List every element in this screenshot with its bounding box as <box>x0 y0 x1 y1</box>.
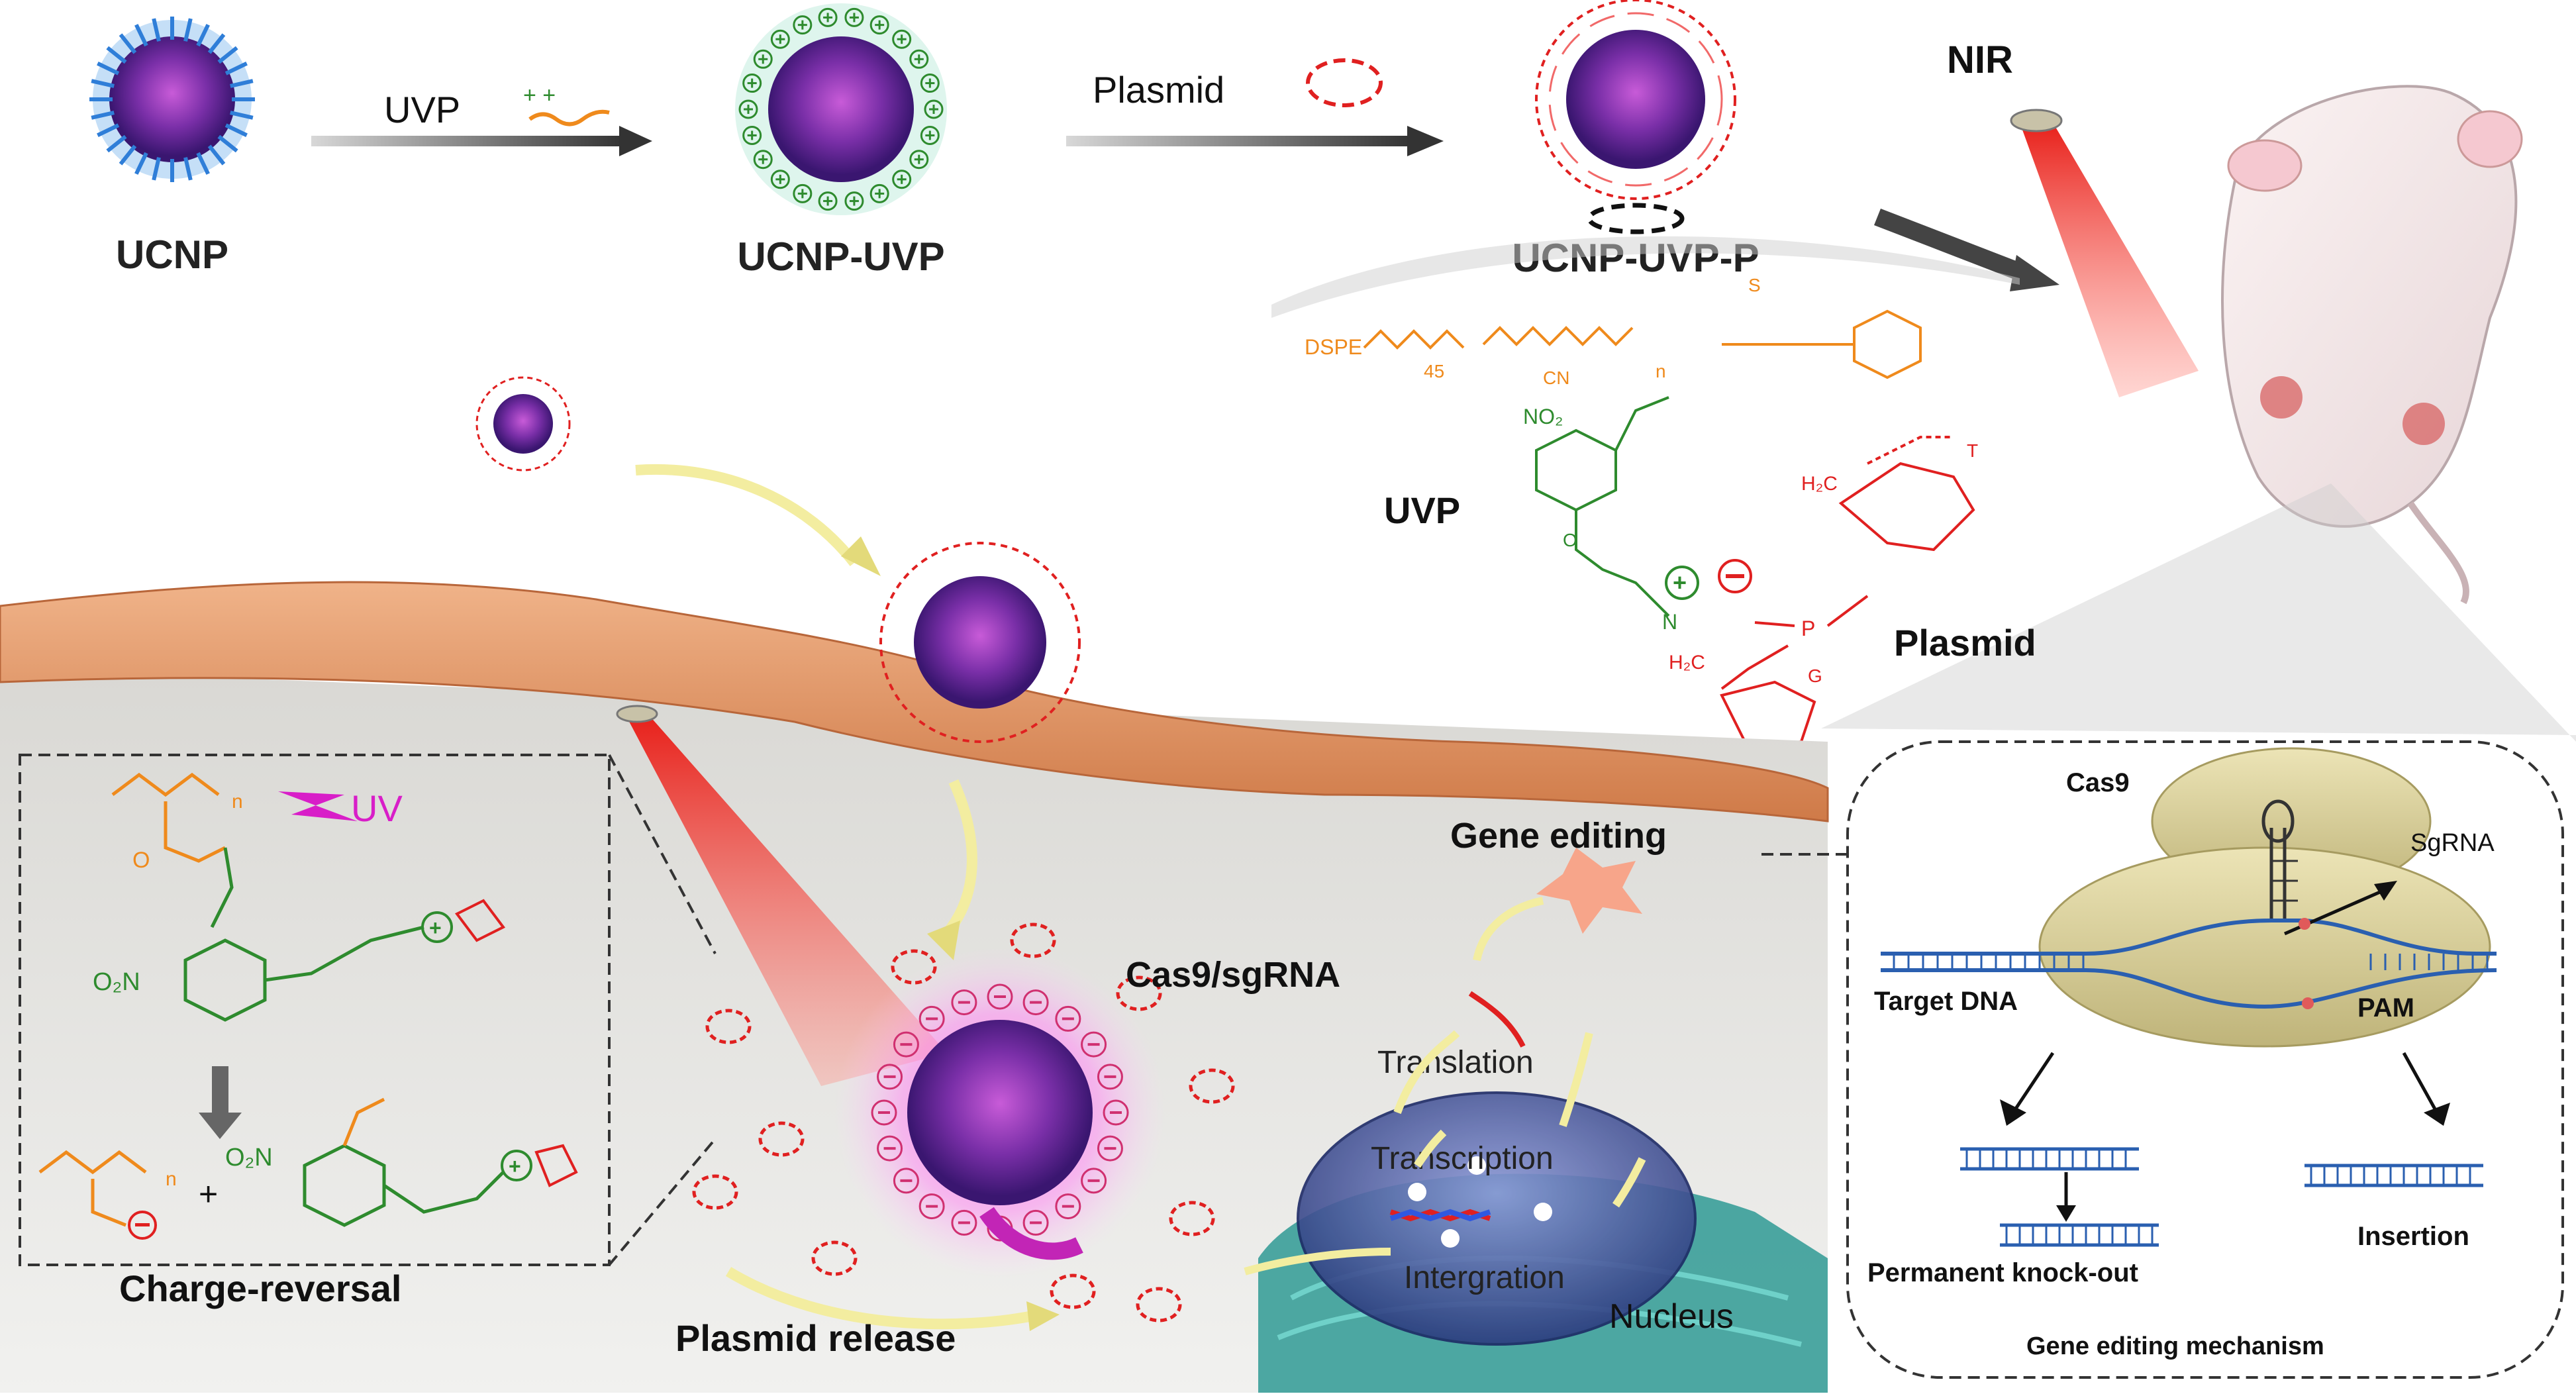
chem-t: T <box>1967 440 1978 461</box>
chem-no2: NO₂ <box>1523 405 1563 428</box>
chem-dspe: DSPE <box>1305 335 1362 359</box>
ucnp-uvp-p-particle <box>1535 0 1736 234</box>
no2-right-label: O₂N <box>225 1144 273 1172</box>
cas9-arrow <box>1473 897 1544 962</box>
plasmid-release-label: Plasmid release <box>675 1317 956 1359</box>
chem-h2c-top: H₂C <box>1801 473 1838 495</box>
release-arrow <box>725 1267 1041 1330</box>
nucleus-label: Nucleus <box>1609 1297 1734 1336</box>
svg-text:+ +: + + <box>523 83 556 108</box>
mouse-illustration <box>2221 85 2523 605</box>
charge-n-bottom: n <box>166 1168 177 1190</box>
mechanism-box <box>1846 740 2564 1379</box>
chem-plasmid-label: Plasmid <box>1894 622 2036 664</box>
zoom-shade <box>1821 483 2576 742</box>
step1-label: UVP <box>384 89 460 130</box>
svg-text:+: + <box>199 1175 218 1213</box>
step1-arrow <box>311 126 652 156</box>
ucnp-particle <box>89 17 255 182</box>
charge-reversal-box <box>19 754 611 1266</box>
membrane-particle <box>879 542 1081 743</box>
chem-cn: CN <box>1543 368 1569 388</box>
svg-text:+: + <box>429 916 442 940</box>
glowing-particle <box>834 947 1165 1278</box>
conversion-arrow <box>199 1066 242 1139</box>
outcome-arrows <box>2000 1052 2450 1222</box>
chem-g: G <box>1808 666 1822 686</box>
step2-label: Plasmid <box>1093 69 1224 111</box>
chem-h2c-bottom: H₂C <box>1669 652 1705 673</box>
polymer-after: n + O₂N + <box>38 1097 578 1240</box>
mech-insertion-label: Insertion <box>2357 1222 2469 1251</box>
floating-particle <box>475 376 571 472</box>
mech-sgrna-label: SgRNA <box>2410 829 2495 857</box>
laser-emitter-cell <box>616 705 947 1086</box>
uvp-chemistry: DSPE 45 CN n S NO₂ O + N UVP P H₂C T H₂C… <box>1305 275 2036 789</box>
uvp-molecule-icon: + + <box>523 83 610 126</box>
translation-label: Translation <box>1377 1045 1534 1080</box>
zoom-line-top <box>608 754 717 954</box>
chem-s: S <box>1748 275 1761 295</box>
integration-label: Intergration <box>1404 1260 1565 1295</box>
chem-uvp-label: UVP <box>1384 489 1460 531</box>
transcription-label: Transcription <box>1371 1141 1554 1176</box>
nuclear-arrows <box>1244 1030 1646 1275</box>
chem-p: P <box>1801 617 1815 640</box>
svg-text:O: O <box>132 848 150 873</box>
no2-left-label: O₂N <box>93 968 140 996</box>
svg-text:+: + <box>1673 569 1687 596</box>
cas9-sgrna-strand <box>1468 991 1526 1048</box>
zoom-shade-top <box>1271 236 2020 318</box>
chem-n-plus: N <box>1662 610 1677 634</box>
mech-target-dna-label: Target DNA <box>1874 987 2018 1016</box>
uv-label: UV <box>351 787 403 829</box>
charge-reversal-caption: Charge-reversal <box>119 1268 401 1309</box>
laser-emitter-top <box>2010 109 2199 397</box>
svg-text:+: + <box>509 1154 521 1178</box>
entry-arrow <box>635 464 859 566</box>
mech-pam-label: PAM <box>2357 993 2414 1022</box>
nucleus <box>1297 1091 1697 1346</box>
mech-caption: Gene editing mechanism <box>2026 1332 2324 1360</box>
charge-n-top: n <box>232 791 243 813</box>
released-plasmids <box>692 922 1235 1322</box>
chem-n: n <box>1656 361 1666 381</box>
cell-membrane <box>0 581 1829 823</box>
zoom-line-bottom <box>608 1138 717 1266</box>
step2-arrow <box>1066 126 1444 156</box>
dna-fragments <box>1960 1147 2483 1247</box>
nir-label: NIR <box>1947 38 2013 81</box>
chem-repeat-45: 45 <box>1424 361 1444 381</box>
gene-editing-burst <box>1536 848 1642 934</box>
cas9-sgrna-label: Cas9/sgRNA <box>1126 955 1340 995</box>
ucnp-uvp-label: UCNP-UVP <box>737 234 944 279</box>
ucnp-label: UCNP <box>116 232 228 277</box>
ucnp-uvp-particle <box>735 3 947 215</box>
mech-cas9-label: Cas9 <box>2066 768 2130 797</box>
dna-fragment-ticks <box>1965 1149 2471 1245</box>
cas9-complex <box>1881 747 2497 1048</box>
to-mouse-arrow <box>1874 209 2059 291</box>
mech-knockout-label: Permanent knock-out <box>1867 1258 2138 1287</box>
polymer-before: n O UV O₂N + <box>93 772 506 1022</box>
chem-o: O <box>1563 530 1577 550</box>
gene-editing-label: Gene editing <box>1450 816 1667 856</box>
plasmid-icon <box>1306 58 1383 107</box>
